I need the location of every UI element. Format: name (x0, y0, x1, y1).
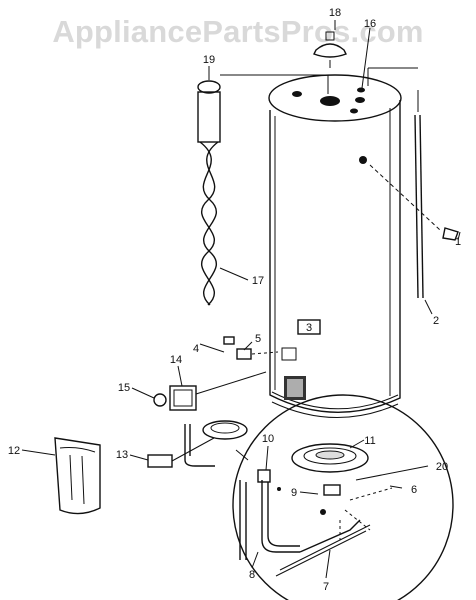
tank (268, 74, 402, 418)
callout-18: 18 (329, 7, 341, 19)
callout-3: 3 (306, 322, 312, 334)
detail-view (232, 394, 454, 600)
callout-14: 14 (170, 354, 182, 366)
relief-valve (369, 164, 459, 241)
callout-12: 12 (8, 445, 20, 457)
burner-assembly (184, 420, 248, 467)
anode-rod (197, 74, 329, 306)
callout-5: 5 (255, 333, 261, 345)
callout-4: 4 (193, 343, 199, 355)
callout-11: 11 (364, 435, 375, 447)
cap-part (313, 31, 347, 68)
callout-19: 19 (203, 54, 215, 66)
gas-control-valve (169, 371, 267, 411)
callout-16: 16 (364, 18, 376, 30)
callouts: 18 16 19 1 2 17 3 4 5 14 15 12 13 10 11 … (8, 7, 461, 593)
callout-6: 6 (411, 484, 417, 496)
watermark: AppliancePartsPros.com (52, 14, 424, 49)
callout-15: 15 (118, 382, 130, 394)
callout-1: 1 (455, 236, 461, 248)
callout-8: 8 (249, 569, 255, 581)
callout-10: 10 (262, 433, 274, 445)
callout-13: 13 (116, 449, 128, 461)
knob-part (153, 393, 167, 407)
fittings (223, 336, 279, 360)
leader-lines (21, 20, 461, 579)
callout-2: 2 (433, 315, 439, 327)
bracket-part (147, 437, 215, 468)
callout-20: 20 (436, 461, 448, 473)
access-door (54, 437, 101, 515)
callout-9: 9 (291, 487, 297, 499)
callout-7: 7 (323, 581, 329, 593)
dip-tube (367, 67, 424, 299)
callout-17: 17 (252, 275, 264, 287)
